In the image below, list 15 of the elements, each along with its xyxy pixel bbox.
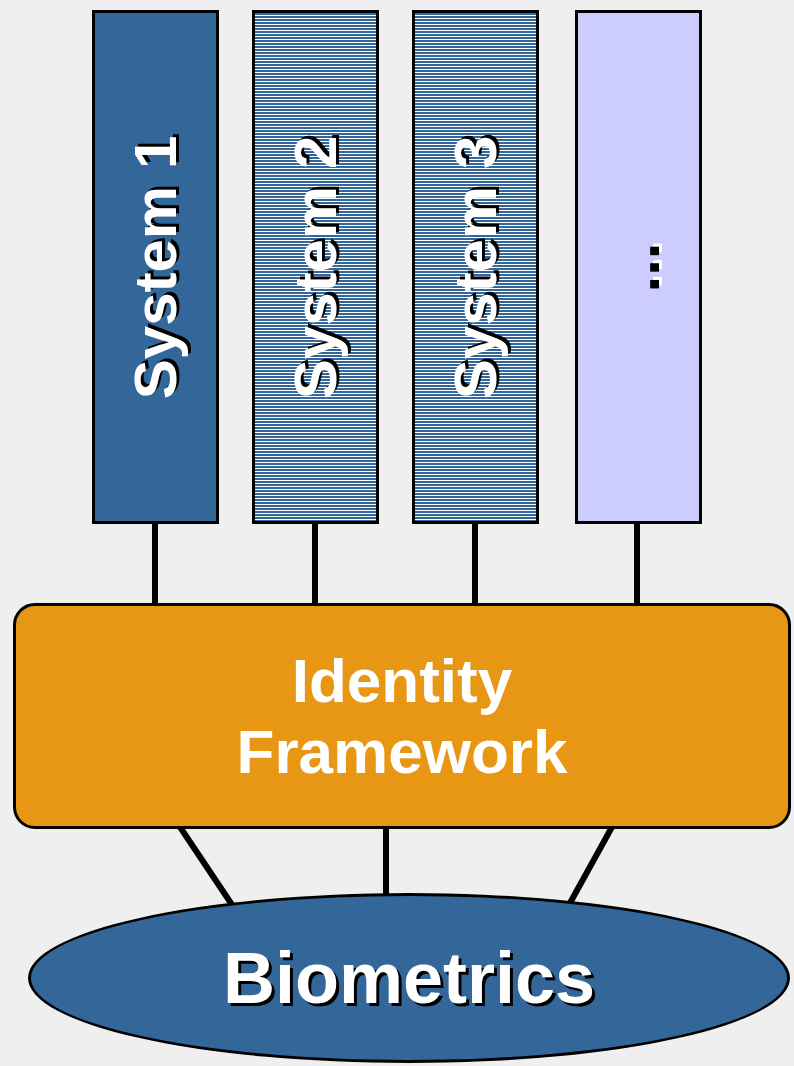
system-column [92,10,219,524]
connector-line [312,522,318,605]
biometrics-label: Biometrics [222,936,596,1020]
system-column [252,10,379,524]
framework-box [13,603,791,829]
connector-line [152,522,158,605]
system-column [575,10,702,524]
connector-line [472,522,478,605]
system-column [412,10,539,524]
system-label: System 2 [281,135,350,399]
system-label: System 3 [441,135,510,399]
system-label: System 1 [121,135,190,399]
connector-line [634,522,640,605]
framework-label: Identity Framework [235,644,569,788]
ellipsis-label: ... [604,242,673,292]
